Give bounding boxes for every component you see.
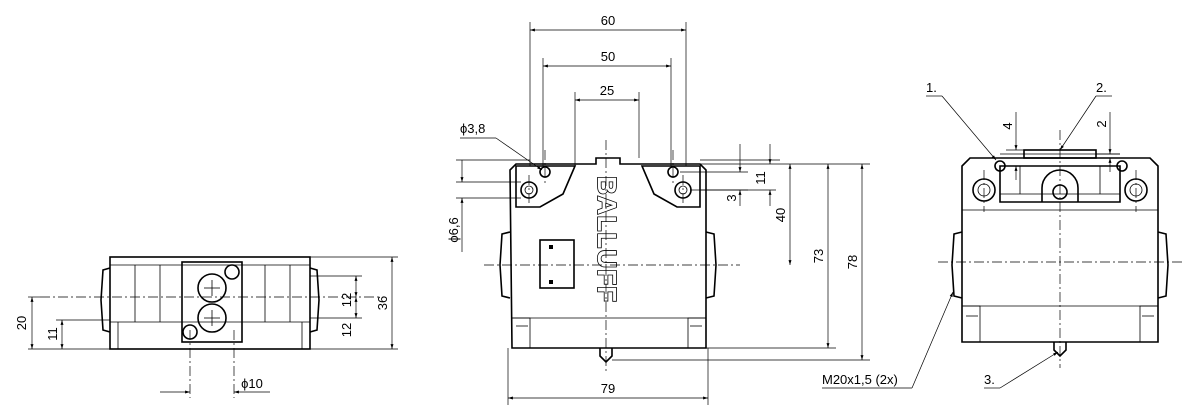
dim-left-36: 36 — [375, 296, 390, 310]
dim-front-phi66: ϕ6,6 — [446, 217, 461, 242]
dim-front-25: 25 — [600, 83, 614, 98]
dim-front-60: 60 — [601, 13, 615, 28]
callout-1: 1. — [926, 80, 937, 95]
right-view: 1. 2. 4 2 M20x1,5 (2x) 3. — [822, 80, 1182, 389]
dim-right-2: 2 — [1094, 120, 1109, 127]
left-gland-left — [100, 267, 111, 333]
dim-front-50: 50 — [601, 49, 615, 64]
front-gland-left — [499, 231, 511, 299]
dim-front-phi38: ϕ3,8 — [460, 121, 485, 136]
dim-right-4: 4 — [1000, 122, 1015, 129]
dim-front-3: 3 — [724, 194, 739, 201]
front-gland-right — [705, 231, 717, 299]
left-view: 20 11 12 12 36 ϕ10 — [14, 256, 398, 398]
right-interior — [999, 165, 1121, 203]
dim-front-78: 78 — [845, 255, 860, 269]
right-gland-left — [951, 231, 963, 299]
front-view: BALLUFF 60 50 25 ϕ3,8 ϕ6,6 — [446, 13, 870, 405]
dim-left-20: 20 — [14, 316, 29, 330]
left-gland-right — [309, 267, 320, 333]
balluff-logo: BALLUFF — [592, 176, 622, 303]
left-hole-lower — [197, 303, 227, 333]
left-body-outline — [109, 256, 311, 350]
left-plunger-block — [181, 261, 243, 343]
dim-left-phi10: ϕ10 — [241, 376, 263, 391]
dim-front-79: 79 — [601, 381, 615, 396]
dim-left-12-upper: 12 — [339, 293, 354, 307]
front-label-window — [539, 239, 575, 289]
thread-label: M20x1,5 (2x) — [822, 372, 898, 387]
dim-front-40: 40 — [773, 208, 788, 222]
right-small-hole-right — [1116, 160, 1128, 172]
callout-2: 2. — [1096, 80, 1107, 95]
right-gland-right — [1157, 231, 1169, 299]
front-recess-left — [515, 165, 577, 208]
dim-left-11: 11 — [45, 327, 60, 341]
front-recess-right — [640, 165, 701, 208]
dim-left-12-lower: 12 — [339, 323, 354, 337]
left-small-hole-top — [224, 264, 240, 280]
dim-front-73: 73 — [811, 249, 826, 263]
left-hole-upper — [197, 273, 227, 303]
right-small-hole-left — [994, 160, 1006, 172]
callout-3: 3. — [984, 372, 995, 387]
dim-front-11: 11 — [753, 171, 768, 185]
